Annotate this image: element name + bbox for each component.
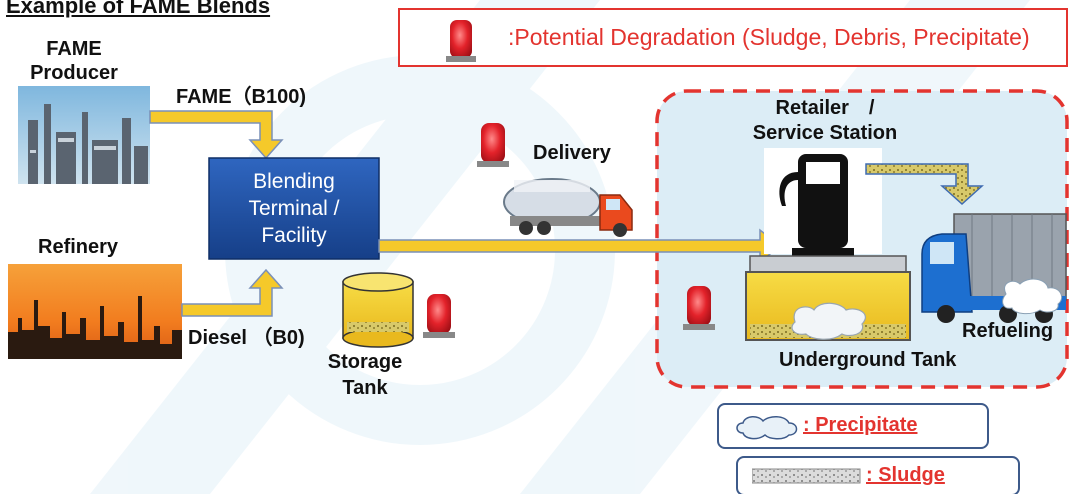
precipitate-legend: : Precipitate bbox=[717, 403, 989, 449]
blending-terminal-box bbox=[208, 157, 380, 260]
retailer-line1: Retailer / bbox=[775, 97, 875, 119]
retailer-line2: Service Station bbox=[752, 122, 898, 144]
blending-line1: Blending bbox=[253, 170, 335, 193]
storage-line1: Storage bbox=[327, 351, 403, 373]
fame-producer-line1: FAME bbox=[46, 38, 102, 60]
storage-tank-label: Storage Tank bbox=[320, 349, 410, 401]
page-heading: Example of FAME Blends bbox=[6, 0, 271, 18]
fame-producer-image bbox=[18, 86, 150, 184]
degradation-legend-box bbox=[398, 8, 1068, 67]
storage-tank-graphic bbox=[342, 272, 414, 348]
underground-tank-label: Underground Tank bbox=[779, 349, 957, 371]
cloud-icon bbox=[736, 416, 798, 440]
diesel-flow-label: Diesel （B0) bbox=[188, 327, 305, 349]
fuel-pump-graphic bbox=[764, 148, 882, 256]
warning-beacon-icon bbox=[683, 286, 715, 330]
refueling-truck-graphic bbox=[921, 213, 1067, 323]
fame-producer-label: FAME Producer bbox=[28, 37, 120, 85]
warning-beacon-icon bbox=[446, 20, 476, 62]
retailer-label: Retailer / Service Station bbox=[730, 96, 920, 146]
warning-beacon-icon bbox=[477, 123, 509, 167]
delivery-label: Delivery bbox=[533, 142, 611, 164]
sludge-flow-arrow bbox=[865, 163, 984, 206]
delivery-truck-graphic bbox=[503, 178, 633, 237]
degradation-legend-label: :Potential Degradation (Sludge, Debris, … bbox=[508, 24, 1030, 50]
sludge-swatch-icon bbox=[752, 468, 861, 484]
blending-terminal-label: Blending Terminal / Facility bbox=[209, 168, 379, 249]
sludge-legend-label: : Sludge bbox=[866, 464, 945, 486]
precipitate-legend-label: : Precipitate bbox=[803, 414, 918, 436]
refinery-image bbox=[8, 264, 182, 359]
blending-line3: Facility bbox=[261, 224, 327, 247]
refinery-label: Refinery bbox=[38, 236, 119, 258]
storage-line2: Tank bbox=[342, 377, 388, 399]
sludge-legend: : Sludge bbox=[736, 456, 1020, 494]
fame-producer-line2: Producer bbox=[30, 62, 118, 84]
fame-flow-arrow bbox=[149, 110, 284, 160]
fame-flow-label: FAME（B100) bbox=[176, 86, 307, 108]
blending-line2: Terminal / bbox=[248, 197, 340, 220]
refueling-label: Refueling bbox=[962, 320, 1054, 342]
diesel-flow-arrow bbox=[181, 268, 284, 317]
underground-tank-graphic bbox=[745, 255, 911, 341]
warning-beacon-icon bbox=[423, 294, 455, 338]
